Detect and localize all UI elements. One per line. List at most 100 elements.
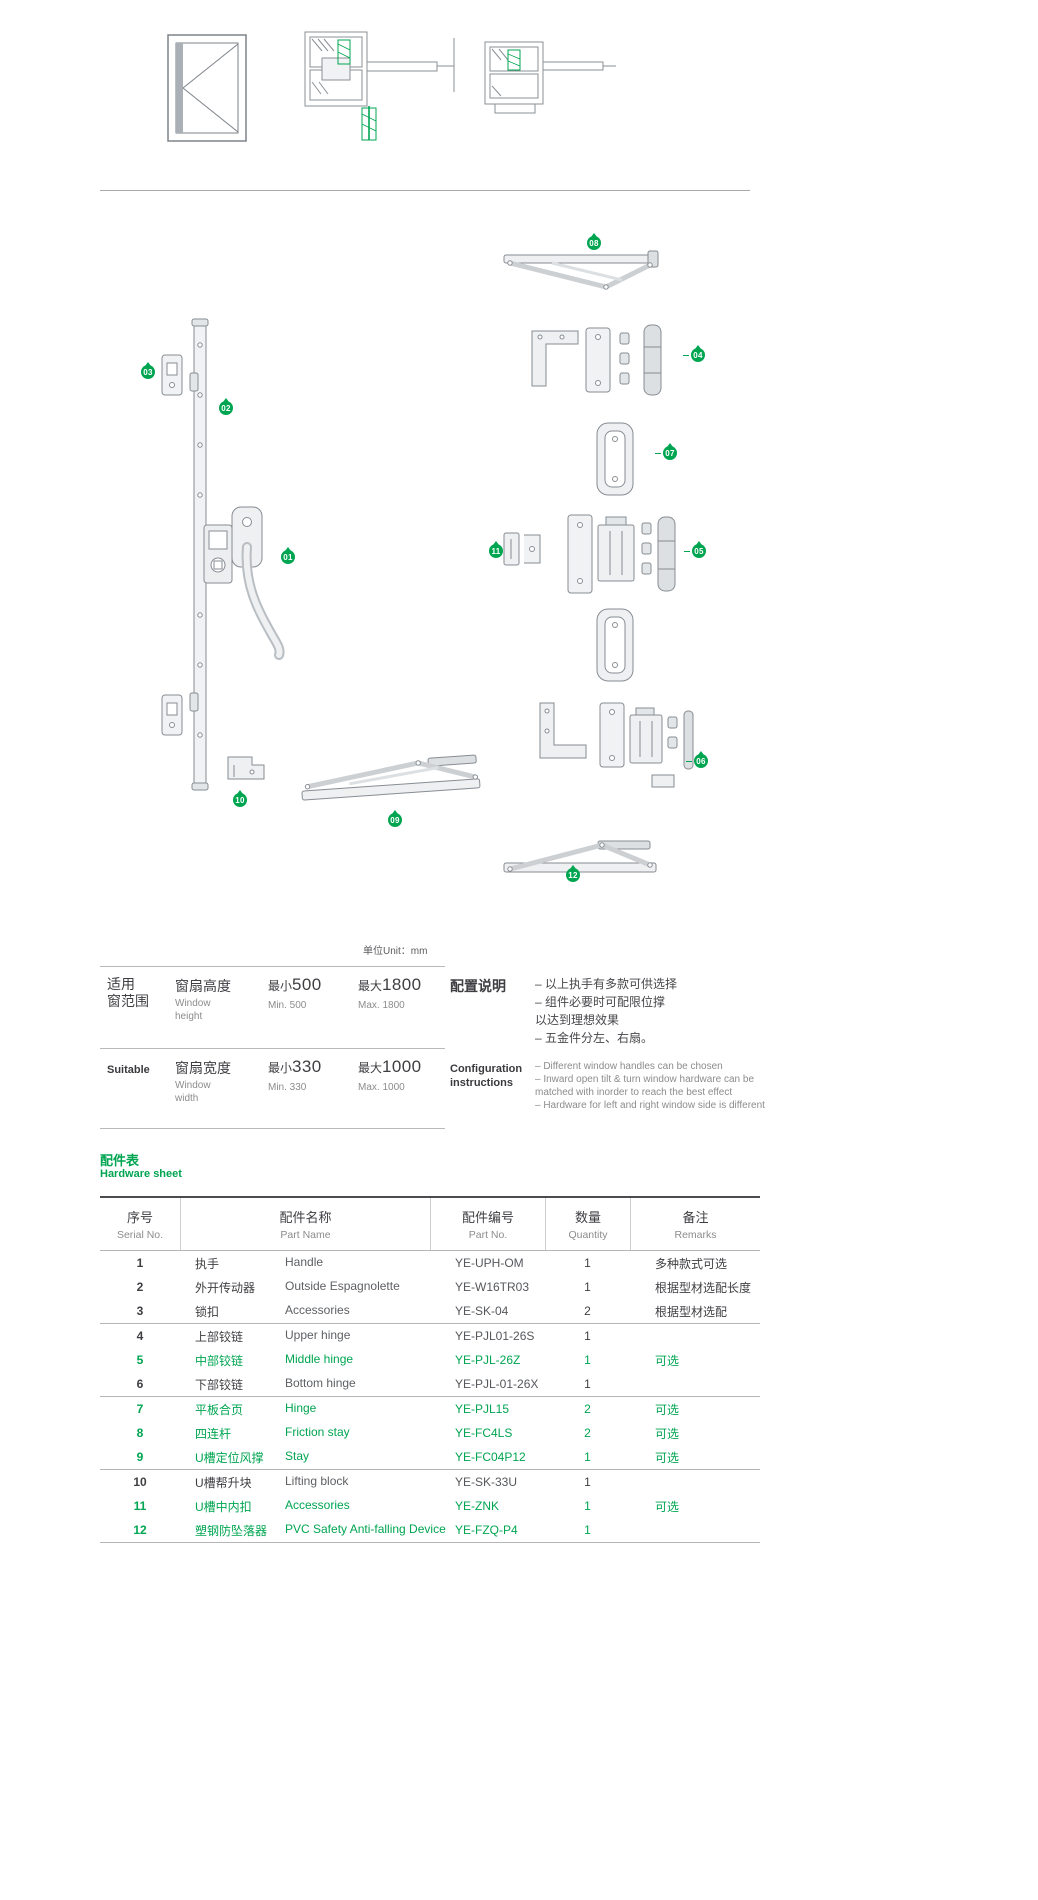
- row-qty: 1: [584, 1450, 591, 1464]
- header-serial: 序号 Serial No.: [100, 1198, 180, 1250]
- row-qty: 2: [584, 1426, 591, 1440]
- row-remarks: 可选: [655, 1450, 680, 1465]
- row-qty: 2: [584, 1304, 591, 1318]
- row-part-no: YE-UPH-OM: [455, 1256, 524, 1270]
- row-name-zh: 执手: [195, 1256, 220, 1271]
- row-serial: 2: [136, 1280, 144, 1294]
- row-name-en: Outside Espagnolette: [285, 1278, 400, 1293]
- row-name-zh: U槽中内扣: [195, 1499, 252, 1514]
- row-remarks: 根据型材选配长度: [655, 1280, 752, 1295]
- parts-table: 序号 Serial No. 配件名称 Part Name 配件编号 Part N…: [100, 1196, 760, 1543]
- header-qty: 数量 Quantity: [545, 1198, 630, 1250]
- callout-06-badge: 06: [686, 754, 708, 768]
- row-qty: 1: [584, 1353, 591, 1367]
- spec-row2-name-zh: 窗扇宽度: [175, 1060, 231, 1076]
- row-part-no: YE-W16TR03: [455, 1280, 530, 1294]
- row-name-zh: U槽帮升块: [195, 1475, 252, 1490]
- row-serial: 10: [133, 1475, 147, 1489]
- part-hinge-cover-2-drawing: [596, 608, 634, 682]
- max-label: 最大: [358, 979, 383, 993]
- row-name-zh: 中部铰链: [195, 1353, 244, 1368]
- header-name-en: Part Name: [280, 1229, 331, 1241]
- spec-row1-max-sub: Max. 1800: [358, 1000, 405, 1011]
- row-part-no: YE-SK-33U: [455, 1475, 518, 1489]
- row-serial: 5: [136, 1353, 144, 1367]
- callout-11-badge: 11: [489, 544, 503, 558]
- part-hinge-cover-drawing: [596, 422, 634, 496]
- row-serial: 1: [136, 1256, 144, 1270]
- part-upper-hinge-drawing: [531, 324, 662, 396]
- row-serial: 7: [136, 1402, 144, 1416]
- min-value: 500: [292, 975, 322, 994]
- header-qty-zh: 数量: [574, 1210, 601, 1225]
- callout-07-badge: 07: [655, 446, 677, 460]
- row-qty: 1: [584, 1499, 591, 1513]
- part-inner-latch-drawing: [503, 532, 541, 566]
- header-part-no-zh: 配件编号: [461, 1210, 514, 1225]
- header-serial-zh: 序号: [126, 1210, 153, 1225]
- row-name-en: Handle: [285, 1254, 324, 1269]
- row-part-no: YE-PJL-01-26X: [455, 1377, 539, 1391]
- row-remarks: 可选: [655, 1499, 680, 1514]
- row-name-en: Hinge: [285, 1400, 317, 1415]
- row-name-zh: 四连杆: [195, 1426, 232, 1441]
- part-striker-plates-drawing: [161, 354, 183, 736]
- row-serial: 3: [136, 1304, 144, 1318]
- row-qty: 1: [584, 1377, 591, 1391]
- frame-section-drawing-a: [304, 31, 455, 141]
- row-name-en: PVC Safety Anti-falling Device: [285, 1521, 446, 1536]
- row-name-en: Friction stay: [285, 1424, 350, 1439]
- spec-row1-min-sub: Min. 500: [268, 1000, 307, 1011]
- row-serial: 8: [136, 1426, 144, 1440]
- min-label: 最小: [268, 1061, 293, 1075]
- row-name-en: Stay: [285, 1448, 310, 1463]
- header-name: 配件名称 Part Name: [180, 1198, 430, 1250]
- spec-row2-name-en: Window width: [175, 1080, 211, 1104]
- part-friction-stay-top-drawing: [503, 250, 659, 290]
- config-text-en: – Different window handles can be chosen…: [535, 1061, 765, 1111]
- row-qty: 1: [584, 1475, 591, 1489]
- row-name-en: Accessories: [285, 1497, 350, 1512]
- row-name-zh: U槽定位风撑: [195, 1450, 264, 1465]
- hardware-sheet-title-zh: 配件表: [100, 1153, 140, 1168]
- callout-08-badge: 08: [587, 236, 601, 250]
- max-value: 1800: [382, 975, 422, 994]
- row-remarks: 可选: [655, 1353, 680, 1368]
- part-lifting-block-drawing: [227, 756, 265, 780]
- callout-12-badge: 12: [566, 868, 580, 882]
- row-name-en: Middle hinge: [285, 1351, 354, 1366]
- callout-10-badge: 10: [233, 793, 247, 807]
- max-label: 最大: [358, 1061, 383, 1075]
- header-remarks: 备注 Remarks: [630, 1198, 760, 1250]
- row-part-no: YE-PJL01-26S: [455, 1329, 535, 1343]
- row-qty: 1: [584, 1329, 591, 1343]
- max-value: 1000: [382, 1057, 422, 1076]
- spec-row2-min-sub: Min. 330: [268, 1082, 307, 1093]
- spec-row2-min: 最小330: [268, 1057, 322, 1077]
- top-drawings: [167, 31, 616, 142]
- row-serial: 4: [136, 1329, 144, 1343]
- config-title-zh: 配置说明: [450, 978, 506, 994]
- frame-section-drawing-b: [484, 41, 616, 114]
- part-friction-stay-middle-drawing: [301, 754, 481, 801]
- spec-row1-name-zh: 窗扇高度: [175, 978, 231, 994]
- unit-label: 单位Unit：mm: [363, 946, 428, 957]
- callout-09-badge: 09: [388, 813, 402, 827]
- row-name-en: Accessories: [285, 1302, 350, 1317]
- row-name-en: Bottom hinge: [285, 1375, 356, 1390]
- header-part-no: 配件编号 Part No.: [430, 1198, 545, 1250]
- part-bottom-hinge-drawing: [539, 702, 694, 788]
- header-serial-en: Serial No.: [116, 1229, 164, 1241]
- config-title-en: Configuration instructions: [450, 1063, 523, 1089]
- row-serial: 9: [136, 1450, 144, 1464]
- row-qty: 1: [584, 1280, 591, 1294]
